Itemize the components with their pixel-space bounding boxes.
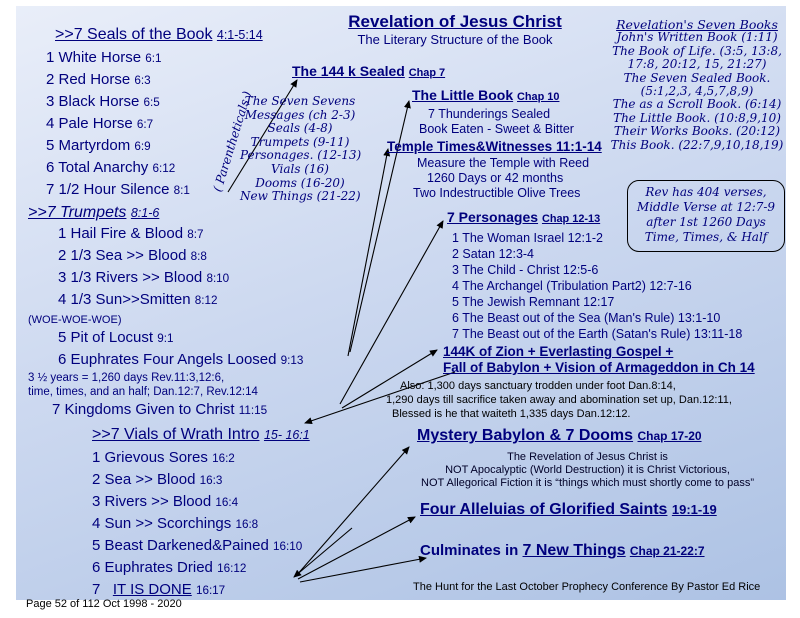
seven-books-line: The Seven Sealed Book. — [623, 70, 771, 85]
temple-heading: Temple Times&Witnesses 11:1-14 — [387, 139, 602, 154]
seven-books-line: 17:8, 20:12, 15, 21:27) — [627, 57, 767, 72]
personages-heading: 7 Personages Chap 12-13 — [447, 209, 601, 225]
also-note-line: Also: 1,300 days sanctuary trodden under… — [400, 380, 676, 392]
personage-item: 6 The Beast out of the Sea (Man's Rule) … — [452, 311, 721, 325]
trumpets-heading: >>7 Trumpets 8:1-6 — [28, 204, 160, 221]
personage-item: 1 The Woman Israel 12:1-2 — [452, 231, 604, 245]
personage-item: 5 The Jewish Remnant 12:17 — [452, 295, 615, 309]
vial-item: 5 Beast Darkened&Pained 16:10 — [92, 537, 303, 554]
days-note-line1: 3 ½ years = 1,260 days Rev.11:3,12:6, — [28, 372, 225, 384]
personage-item: 4 The Archangel (Tribulation Part2) 12:7… — [452, 279, 692, 293]
mystery-note-line: NOT Apocalyptic (World Destruction) it i… — [445, 464, 730, 476]
alleluias-heading: Four Alleluias of Glorified Saints 19:1-… — [420, 501, 717, 518]
temple-line: Measure the Temple with Reed — [417, 156, 590, 170]
callout-line: Time, Times, & Half — [644, 230, 768, 244]
seal-item: 2 Red Horse 6:3 — [46, 71, 151, 88]
callout-line: Middle Verse at 12:7-9 — [636, 200, 776, 214]
trumpet-item: 4 1/3 Sun>>Smitten 8:12 — [58, 291, 218, 308]
vial-item-7: 7 IT IS DONE 16:17 — [92, 581, 226, 598]
little-book-line: 7 Thunderings Sealed — [428, 107, 551, 121]
parenthetical-line: Messages (ch 2-3) — [244, 107, 356, 122]
seal-item: 7 1/2 Hour Silence 8:1 — [46, 181, 190, 198]
seven-books-line: The Little Book. (10:8,9,10) — [613, 110, 781, 125]
verses-callout-box: Rev has 404 verses, Middle Verse at 12:7… — [627, 180, 785, 252]
vial-item: 6 Euphrates Dried 16:12 — [92, 559, 247, 576]
trumpet-item: 2 1/3 Sea >> Blood 8:8 — [58, 247, 207, 264]
little-book-heading: The Little Book Chap 10 — [412, 87, 560, 103]
trumpet-item: 1 Hail Fire & Blood 8:7 — [58, 225, 204, 242]
little-book-line: Book Eaten - Sweet & Bitter — [419, 122, 574, 136]
personage-item: 2 Satan 12:3-4 — [452, 247, 535, 261]
parentheticals-title: The Seven Sevens — [244, 94, 356, 108]
personage-item: 3 The Child - Christ 12:5-6 — [452, 263, 599, 277]
trumpet-item: 7 Kingdoms Given to Christ 11:15 — [52, 401, 268, 418]
parentheticals-list: The Seven Sevens Messages (ch 2-3) Seals… — [240, 94, 362, 204]
seal-item: 1 White Horse 6:1 — [46, 49, 162, 66]
zion-heading-line2: Fall of Babylon + Vision of Armageddon i… — [443, 360, 755, 375]
seals-heading: >>7 Seals of the Book 4:1-5:14 — [55, 26, 263, 43]
page-number-footer: Page 52 of 112 Oct 1998 - 2020 — [26, 598, 182, 610]
vial-item: 1 Grievous Sores 16:2 — [92, 449, 235, 466]
also-note-line: Blessed is he that waiteth 1,335 days Da… — [392, 408, 631, 420]
zion-heading-line1: 144K of Zion + Everlasting Gospel + — [443, 344, 674, 359]
page-title-block: Revelation of Jesus Christ The Literary … — [320, 12, 590, 48]
also-note-line: 1,290 days till sacrifice taken away and… — [386, 394, 732, 406]
mystery-note-line: The Revelation of Jesus Christ is — [507, 451, 668, 463]
trumpet-item: 5 Pit of Locust 9:1 — [58, 329, 174, 346]
sealed-144k-heading: The 144 k Sealed Chap 7 — [292, 63, 446, 79]
mystery-babylon-heading: Mystery Babylon & 7 Dooms Chap 17-20 — [417, 427, 702, 444]
woe-note: (WOE-WOE-WOE) — [28, 314, 122, 326]
seven-books-line: The Book of Life. (3:5, 13:8, — [612, 43, 782, 58]
callout-line: Rev has 404 verses, — [645, 185, 767, 199]
parenthetical-line: Seals (4-8) — [267, 121, 333, 136]
seal-item: 3 Black Horse 6:5 — [46, 93, 160, 110]
page-subtitle: The Literary Structure of the Book — [357, 32, 553, 48]
seal-item: 5 Martyrdom 6:9 — [46, 137, 151, 154]
parenthetical-line: Vials (16) — [271, 161, 329, 176]
seven-books-line: The as a Scroll Book. (6:14) — [612, 97, 782, 112]
parenthetical-line: Trumpets (9-11) — [250, 134, 350, 149]
seven-books-list: Revelation's Seven Books John's Written … — [608, 18, 786, 152]
days-note-line2: time, times, and an half; Dan.12:7, Rev.… — [28, 386, 258, 398]
seal-item: 6 Total Anarchy 6:12 — [46, 159, 176, 176]
mystery-note-line: NOT Allegorical Fiction it is “things wh… — [421, 477, 754, 489]
trumpet-item: 6 Euphrates Four Angels Loosed 9:13 — [58, 351, 304, 368]
seven-books-title: Revelation's Seven Books — [616, 17, 778, 32]
vials-heading: >>7 Vials of Wrath Intro 15- 16:1 — [92, 426, 310, 443]
conference-credit: The Hunt for the Last October Prophecy C… — [413, 581, 761, 593]
temple-line: 1260 Days or 42 months — [427, 171, 564, 185]
callout-line: after 1st 1260 Days — [646, 215, 766, 229]
vial-item: 4 Sun >> Scorchings 16:8 — [92, 515, 259, 532]
culminates-heading: Culminates in 7 New Things Chap 21-22:7 — [420, 542, 705, 559]
parenthetical-line: Personages. (12-13) — [240, 148, 362, 163]
seal-item: 4 Pale Horse 6:7 — [46, 115, 154, 132]
seven-books-line: John's Written Book (1:11) — [616, 30, 778, 45]
seven-books-line: Their Works Books. (20:12) — [613, 124, 781, 139]
vial-item: 3 Rivers >> Blood 16:4 — [92, 493, 239, 510]
temple-line: Two Indestructible Olive Trees — [413, 186, 581, 200]
page-title: Revelation of Jesus Christ — [348, 12, 562, 31]
seven-books-line: (5:1,2,3, 4,5,7,8,9) — [640, 84, 754, 99]
personage-item: 7 The Beast out of the Earth (Satan's Ru… — [452, 327, 743, 341]
parenthetical-line: Dooms (16-20) — [255, 175, 345, 190]
vial-item: 2 Sea >> Blood 16:3 — [92, 471, 223, 488]
parenthetical-line: New Things (21-22) — [240, 189, 361, 204]
seven-books-line: This Book. (22:7,9,10,18,19) — [610, 137, 784, 152]
trumpet-item: 3 1/3 Rivers >> Blood 8:10 — [58, 269, 230, 286]
